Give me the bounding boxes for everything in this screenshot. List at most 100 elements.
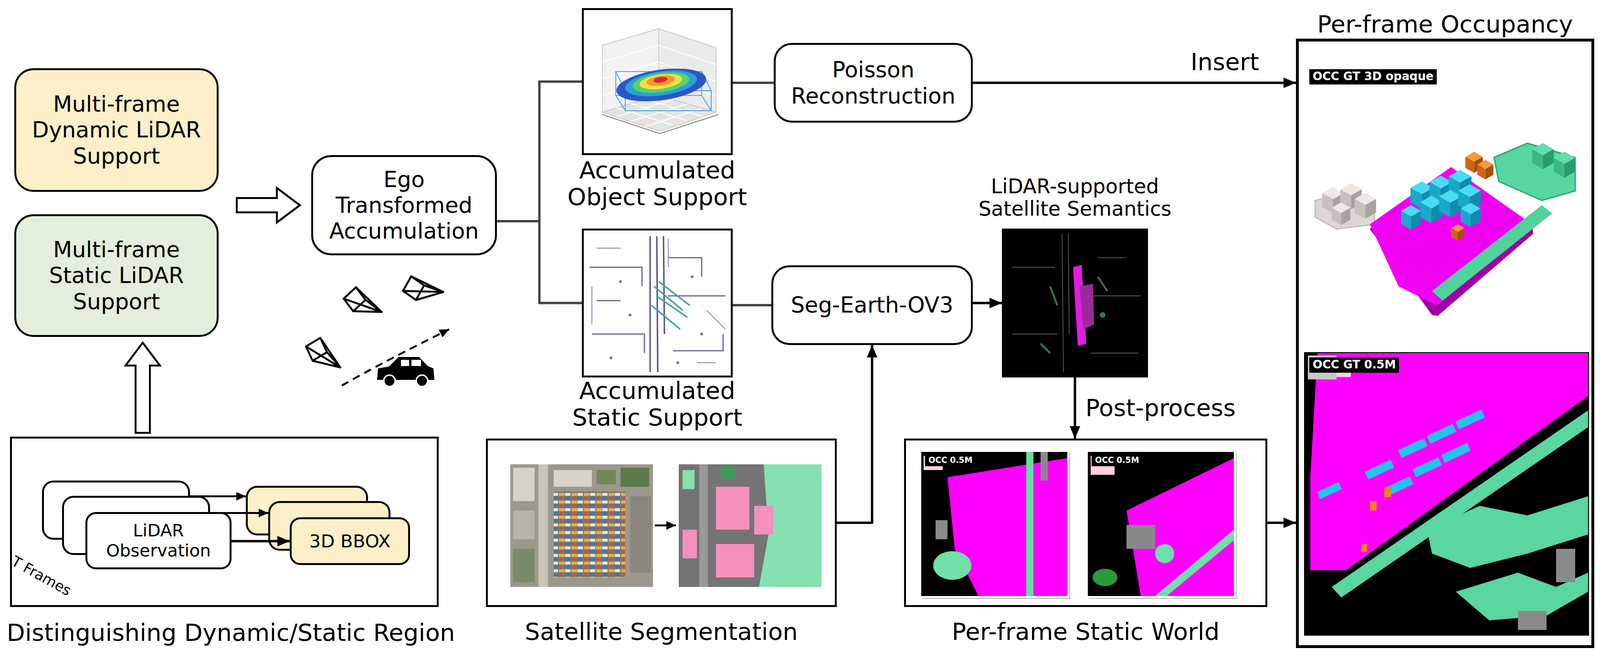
satellite-photo xyxy=(553,470,592,487)
occupancy-bev xyxy=(1369,501,1377,511)
satellite-photo xyxy=(553,491,626,578)
occupancy-bev xyxy=(1304,352,1590,636)
camera-trajectory xyxy=(305,266,450,387)
occupancy-3d xyxy=(1315,143,1576,316)
camera-trajectory xyxy=(305,337,341,368)
panel-box: Per-frame Static WorldOCC 0.5MOCC 0.5M xyxy=(904,438,1268,608)
process-box: Poisson Reconstruction xyxy=(773,42,973,123)
occupancy-bev xyxy=(1316,482,1342,500)
satellite-semantics-image xyxy=(1003,230,1147,376)
static-support-points xyxy=(583,230,731,376)
satellite-semantics-image xyxy=(1040,276,1108,354)
satellite-semantics-image xyxy=(1099,312,1106,318)
connector xyxy=(732,304,772,307)
caption: Accumulated Static Support xyxy=(552,377,763,432)
segmentation-map xyxy=(715,486,750,530)
segmentation-map xyxy=(682,529,697,559)
static-support-points xyxy=(589,257,726,354)
static-world-image xyxy=(1092,568,1118,587)
frame-box: LiDAR Observation xyxy=(85,512,232,570)
edge-label: Post-process xyxy=(1085,394,1236,422)
edge-label: Insert xyxy=(1190,48,1259,76)
segmentation-map xyxy=(678,464,822,588)
object-support-plot xyxy=(583,10,731,154)
object-support-plot xyxy=(616,99,702,127)
connector xyxy=(231,540,290,543)
connector xyxy=(972,302,1002,305)
caption: Per-frame Occupancy xyxy=(1295,10,1595,38)
object-support-plot xyxy=(652,75,668,84)
segmentation-map xyxy=(715,544,755,578)
satellite-photo xyxy=(513,548,535,583)
satellite-photo xyxy=(510,464,653,588)
connector xyxy=(496,221,582,304)
static-world-image xyxy=(1086,451,1237,600)
static-world-image xyxy=(1040,452,1048,481)
occupancy-bev xyxy=(1304,352,1590,636)
result-panel: Per-frame OccupancyOCC GT 3D opaqueOCC G… xyxy=(1295,38,1595,649)
occupancy-bev xyxy=(1455,409,1485,430)
image-panel: LiDAR-supported Satellite Semantics xyxy=(1001,228,1148,378)
static-support-points xyxy=(609,356,613,360)
image-tag: OCC 0.5M xyxy=(1091,454,1143,467)
occupancy-bev xyxy=(1556,548,1576,583)
occupancy-bev xyxy=(1517,610,1547,631)
static-world-image xyxy=(1126,525,1156,549)
static-support-points xyxy=(651,281,690,330)
segmentation-map xyxy=(754,505,774,535)
occupancy-3d xyxy=(1494,143,1576,201)
image-panel: Accumulated Object Support xyxy=(581,8,733,156)
static-world-image xyxy=(933,551,972,580)
occupancy-bev xyxy=(1441,442,1471,464)
image-tag: OCC GT 0.5M xyxy=(1309,357,1400,373)
object-support-plot xyxy=(638,71,684,92)
axis-note: T Frames xyxy=(9,553,74,599)
camera-trajectory xyxy=(411,359,422,367)
occupancy-bev xyxy=(1310,353,1589,571)
caption: Distinguishing Dynamic/Static Region xyxy=(6,619,485,647)
occupancy-bev xyxy=(1361,544,1368,552)
caption: Per-frame Static World xyxy=(904,618,1268,646)
occupancy-bev xyxy=(1316,409,1485,500)
segmentation-map xyxy=(682,470,695,490)
static-world-image xyxy=(935,520,948,540)
segmentation-map xyxy=(678,464,822,588)
satellite-photo xyxy=(596,470,616,485)
occupancy-bev xyxy=(1331,410,1589,598)
object-support-plot xyxy=(614,63,709,107)
box-label: Multi-frame Static LiDAR Support xyxy=(24,236,209,315)
connector xyxy=(972,81,1296,85)
satellite-photo xyxy=(510,464,653,588)
box-label: Multi-frame Dynamic LiDAR Support xyxy=(24,91,209,169)
hollow-arrow xyxy=(236,188,300,223)
box-label: LiDAR Observation xyxy=(95,520,222,562)
occupancy-bev xyxy=(1426,423,1457,444)
static-world-image xyxy=(1126,458,1234,597)
static-support-points xyxy=(583,230,731,376)
static-world-image xyxy=(1155,529,1234,597)
static-world-image xyxy=(1086,451,1235,598)
object-support-plot xyxy=(631,69,691,96)
occupancy-3d xyxy=(1354,192,1377,219)
occupancy-bev xyxy=(1412,457,1443,478)
occupancy-bev xyxy=(1398,438,1428,459)
static-world-image xyxy=(1026,452,1034,597)
static-support-points xyxy=(650,236,665,373)
camera-trajectory xyxy=(383,375,396,387)
occupancy-3d xyxy=(1553,151,1576,178)
occupancy-3d xyxy=(1400,205,1422,230)
camera-trajectory xyxy=(341,329,450,386)
connector xyxy=(836,345,873,524)
satellite-photo xyxy=(538,464,548,588)
static-world-image xyxy=(920,451,1069,598)
static-world-image xyxy=(920,451,1071,600)
connector xyxy=(1267,521,1296,525)
occupancy-3d xyxy=(1477,159,1494,180)
satellite-photo xyxy=(620,467,650,487)
satellite-photo xyxy=(513,467,535,502)
object-support-plot xyxy=(645,73,676,88)
object-support-plot xyxy=(623,66,699,101)
process-box: Ego Transformed Accumulation xyxy=(311,155,497,256)
object-support-plot xyxy=(614,63,709,107)
